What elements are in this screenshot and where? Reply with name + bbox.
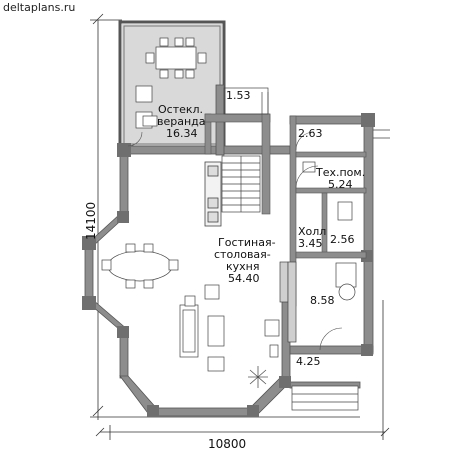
corner-columns (82, 113, 375, 417)
kitchen-counter (204, 161, 222, 227)
dimension-width: 10800 (208, 437, 247, 451)
interior-walls (204, 113, 367, 307)
veranda-furniture (135, 37, 207, 129)
label-tech-name: Тех.пом. (316, 166, 366, 179)
site-watermark: deltaplans.ru (3, 1, 76, 14)
label-porch-top-area: 1.53 (226, 89, 251, 102)
label-hall-name: Холл (298, 225, 327, 238)
door-swings (127, 131, 343, 351)
label-tech-area: 5.24 (328, 178, 353, 191)
label-hall-area: 3.45 (298, 237, 323, 250)
staircase (221, 155, 261, 213)
label-living-name2: столовая- (214, 248, 271, 261)
label-porch-bottom-area: 4.25 (296, 355, 321, 368)
bedroom-furniture (302, 161, 357, 301)
living-furniture (179, 284, 280, 372)
label-veranda-area: 16.34 (166, 127, 198, 140)
label-wc-area: 2.56 (330, 233, 355, 246)
label-living-name3: кухня (226, 260, 260, 273)
entrance-steps (223, 87, 390, 411)
label-living-area: 54.40 (228, 272, 260, 285)
dimension-lines (90, 13, 390, 440)
label-veranda-name1: Остекл. (158, 103, 204, 116)
fireplace (279, 261, 297, 343)
label-bedroom-area: 8.58 (310, 294, 335, 307)
dimension-height: 14100 (84, 201, 98, 240)
label-living-name1: Гостиная- (218, 236, 276, 249)
dining-table (101, 243, 179, 289)
label-storage-area: 2.63 (298, 127, 323, 140)
plant-icon (248, 366, 268, 388)
label-veranda-name2: веранда (157, 115, 206, 128)
